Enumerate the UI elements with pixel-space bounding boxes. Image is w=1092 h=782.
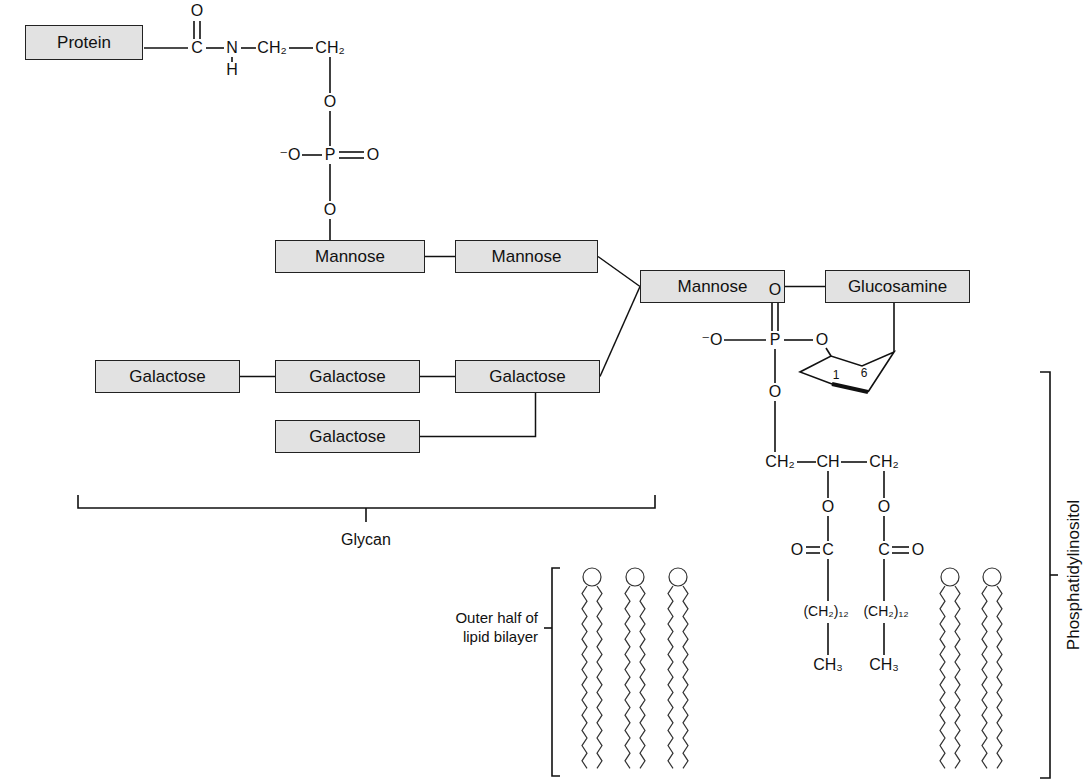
box-text: Protein <box>57 33 111 53</box>
sugar-box: Galactose <box>275 360 420 393</box>
box-text: Galactose <box>129 367 206 387</box>
sugar-box: Protein <box>25 25 143 60</box>
chem-label: O <box>324 201 336 219</box>
box-text: Mannose <box>315 247 385 267</box>
box-text: Galactose <box>309 367 386 387</box>
chem-label: ⁻O <box>702 331 723 349</box>
sugar-box: Galactose <box>95 360 240 393</box>
chem-label: N <box>226 39 238 57</box>
chem-label: ⁻O <box>280 146 301 164</box>
ring-number: 6 <box>861 367 868 380</box>
chem-label: P <box>770 331 781 349</box>
chem-label: (CH₂)₁₂ <box>863 604 908 619</box>
chem-label: C <box>822 541 834 559</box>
lipid-head <box>669 568 687 586</box>
lipid-tail <box>597 586 602 768</box>
lipid-tail <box>668 586 673 768</box>
glycosidic-bond <box>425 256 455 258</box>
lipid-tail <box>955 586 960 768</box>
chem-label: O <box>769 383 781 401</box>
box-text: Galactose <box>309 427 386 447</box>
chem-label: P <box>325 146 336 164</box>
lipid-head <box>583 568 601 586</box>
lipid-tail <box>582 586 587 768</box>
chem-label: O <box>791 541 803 559</box>
glycosidic-bond <box>240 376 275 378</box>
box-text: Mannose <box>678 277 748 297</box>
chem-label: O <box>912 541 924 559</box>
lipid-head <box>983 568 1001 586</box>
lipid-head <box>626 568 644 586</box>
chem-label: O <box>367 146 379 164</box>
box-text: Galactose <box>489 367 566 387</box>
glycosidic-bond <box>420 393 536 437</box>
ring-number: 1 <box>833 369 840 382</box>
lipid-tail <box>640 586 645 768</box>
chem-label: C <box>191 39 203 57</box>
chem-label: (CH₂)₁₂ <box>803 604 848 619</box>
lipid-tail <box>982 586 987 768</box>
lipid-tail <box>683 586 688 768</box>
chem-label: O <box>878 498 890 516</box>
glycosidic-bond <box>598 257 640 287</box>
lipid-tail <box>940 586 945 768</box>
chem-label: CH₂ <box>257 39 286 57</box>
lipid-head <box>941 568 959 586</box>
chem-label: H <box>226 61 238 79</box>
sugar-box: Galactose <box>455 360 600 393</box>
lipid-tail <box>997 586 1002 768</box>
box-text: Glucosamine <box>848 277 947 297</box>
chem-label: CH <box>816 453 839 471</box>
chem-label: CH₃ <box>813 656 843 674</box>
lipid-tail <box>625 586 630 768</box>
glycosidic-bond <box>785 286 825 288</box>
chem-label: O <box>769 281 781 299</box>
bracket-label: Outer half of lipid bilayer <box>454 609 538 647</box>
chem-label: C <box>878 541 890 559</box>
chem-label: O <box>822 498 834 516</box>
sugar-box: Galactose <box>275 420 420 453</box>
box-text: Mannose <box>492 247 562 267</box>
chem-label: O <box>324 93 336 111</box>
chem-label: CH₂ <box>765 453 794 471</box>
sugar-box: Mannose <box>640 270 785 303</box>
bracket-label: Glycan <box>341 531 391 549</box>
sugar-box: Glucosamine <box>825 270 970 303</box>
chem-label: CH₂ <box>869 453 898 471</box>
chem-label: O <box>191 2 203 20</box>
chem-label: CH₃ <box>869 656 899 674</box>
chem-label: O <box>816 331 828 349</box>
sugar-box: Mannose <box>275 240 425 273</box>
sugar-box: Mannose <box>455 240 598 273</box>
bracket-label: Phosphatidylinositol <box>1065 500 1084 650</box>
glycosidic-bond <box>420 376 455 378</box>
chem-label: CH₂ <box>315 39 344 57</box>
glycosidic-bond <box>600 287 640 377</box>
